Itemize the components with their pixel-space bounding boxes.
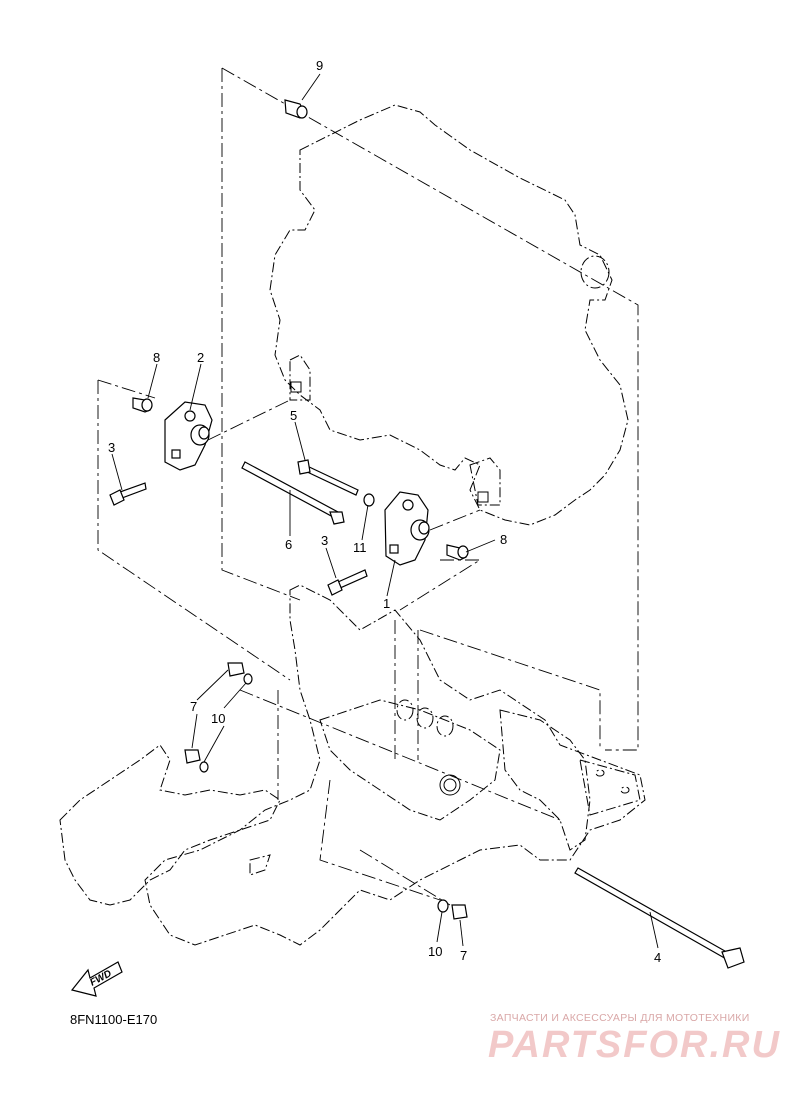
fwd-label: FWD bbox=[88, 968, 113, 988]
callout-8: 8 bbox=[500, 532, 507, 547]
engine-mount-left bbox=[164, 401, 213, 471]
callout-10: 10 bbox=[428, 944, 442, 959]
callout-5: 5 bbox=[290, 408, 297, 423]
engine-outline bbox=[269, 104, 629, 526]
engine-mount-right bbox=[384, 491, 430, 566]
fwd-arrow-icon: FWD bbox=[70, 961, 123, 997]
alignment-lines bbox=[97, 67, 639, 906]
callout-7: 7 bbox=[190, 699, 197, 714]
callout-7: 7 bbox=[460, 948, 467, 963]
callout-11: 11 bbox=[353, 540, 367, 555]
callout-3: 3 bbox=[321, 533, 328, 548]
watermark-tagline: ЗАПЧАСТИ И АКСЕССУАРЫ ДЛЯ МОТОТЕХНИКИ bbox=[490, 1012, 750, 1024]
watermark-logo: PARTSFOR.RU bbox=[488, 1024, 781, 1066]
callout-3: 3 bbox=[108, 440, 115, 455]
callout-1: 1 bbox=[383, 596, 390, 611]
callout-10: 10 bbox=[211, 711, 225, 726]
frame-bracket bbox=[59, 584, 646, 946]
leader-lines bbox=[111, 73, 659, 949]
callout-2: 2 bbox=[197, 350, 204, 365]
callout-8: 8 bbox=[153, 350, 160, 365]
callout-9: 9 bbox=[316, 58, 323, 73]
diagram-code: 8FN1100-E170 bbox=[70, 1012, 158, 1027]
callout-4: 4 bbox=[654, 950, 661, 965]
callout-6: 6 bbox=[285, 537, 292, 552]
